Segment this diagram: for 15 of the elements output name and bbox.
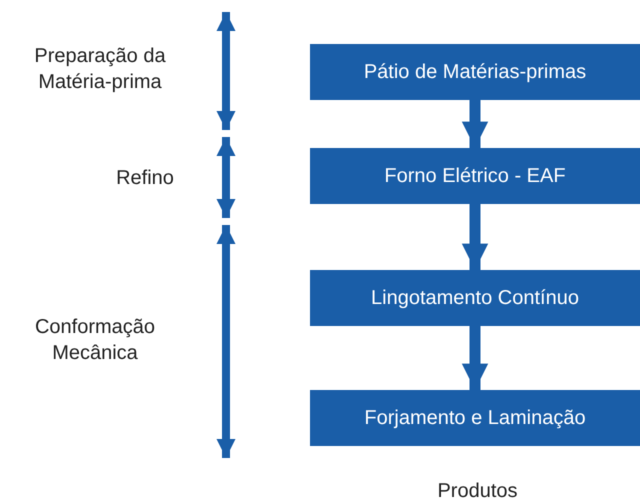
box-label: Forno Elétrico - EAF bbox=[384, 164, 566, 188]
stage-label: Preparação da Matéria-prima bbox=[33, 44, 167, 95]
stage-label: Refino bbox=[115, 166, 175, 191]
arrow bbox=[462, 326, 488, 390]
process-box bbox=[310, 270, 640, 326]
process-box bbox=[310, 44, 640, 100]
arrow bbox=[462, 204, 488, 270]
box-label: Forjamento e Laminação bbox=[364, 406, 586, 430]
stage-label: Conformação Mecânica bbox=[34, 315, 156, 366]
process-box bbox=[310, 148, 640, 204]
arrow bbox=[462, 100, 488, 148]
output-label: Produtos bbox=[436, 479, 519, 501]
box-label: Lingotamento Contínuo bbox=[371, 286, 579, 310]
box-label: Pátio de Matérias-primas bbox=[364, 60, 586, 84]
process-box bbox=[310, 390, 640, 446]
